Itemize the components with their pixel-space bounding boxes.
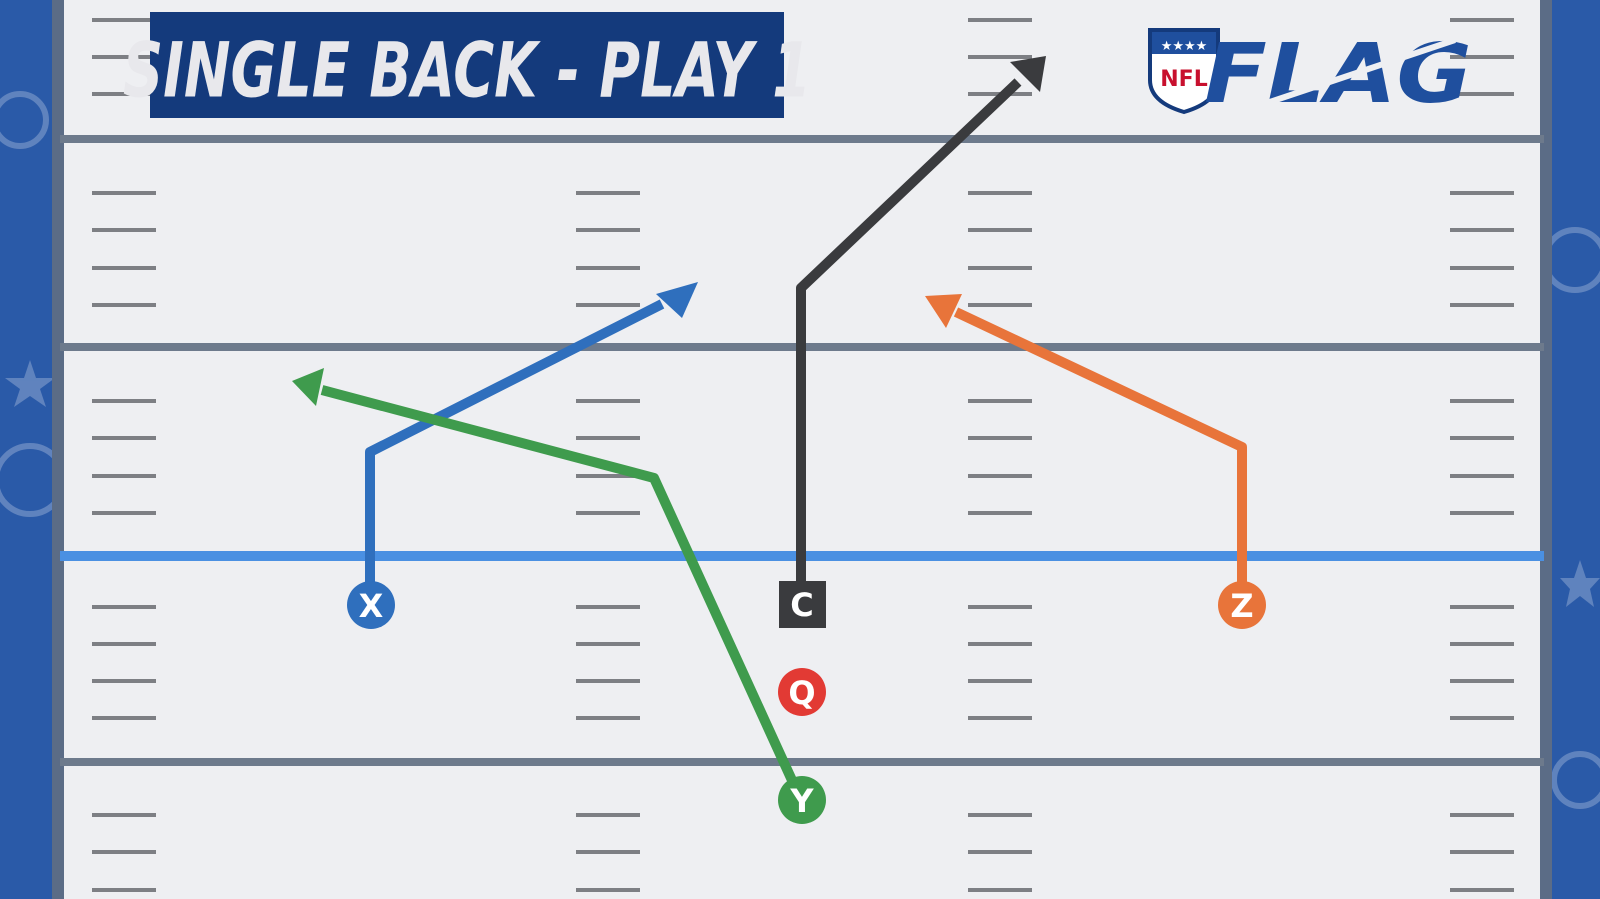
route-c-arrowhead (1010, 56, 1046, 92)
players: X C Z Q Y (347, 581, 1266, 824)
shield-text: NFL (1160, 67, 1207, 92)
routes (292, 56, 1247, 803)
left-sideline (52, 0, 64, 899)
title-banner: SINGLE BACK - PLAY 1 (123, 12, 811, 118)
player-c-label: C (790, 586, 813, 624)
player-x-label: X (359, 587, 384, 625)
hash-marks (92, 18, 1514, 892)
title-background (150, 12, 784, 118)
route-x-arrowhead (656, 282, 698, 318)
route-z (953, 307, 1247, 590)
right-border (1548, 0, 1600, 899)
player-q-label: Q (788, 674, 815, 712)
shield-stars-icon: ★★★★ (1161, 39, 1208, 54)
player-z: Z (1218, 581, 1266, 629)
player-c: C (779, 581, 826, 628)
right-sideline (1540, 0, 1552, 899)
player-x: X (347, 581, 395, 629)
player-x-marker (347, 581, 395, 629)
route-y-arrowhead (292, 368, 324, 406)
shield-stars-field (1152, 32, 1216, 54)
route-x (365, 299, 665, 590)
left-border (0, 0, 60, 899)
page-title: SINGLE BACK - PLAY 1 (123, 26, 811, 115)
player-q-marker (778, 668, 826, 716)
route-c (796, 78, 1022, 600)
player-q: Q (778, 668, 826, 716)
player-c-marker (779, 581, 826, 628)
player-y-label: Y (789, 782, 814, 820)
player-y-marker (778, 776, 826, 824)
player-y: Y (778, 776, 826, 824)
wordmark-slash (1221, 37, 1456, 121)
player-z-marker (1218, 581, 1266, 629)
route-y (320, 385, 806, 803)
player-z-label: Z (1230, 587, 1253, 625)
nfl-flag-logo: ★★★★ NFL FLAG (1148, 26, 1472, 122)
route-z-arrowhead (925, 294, 962, 328)
logo-wordmark: FLAG (1204, 26, 1472, 122)
